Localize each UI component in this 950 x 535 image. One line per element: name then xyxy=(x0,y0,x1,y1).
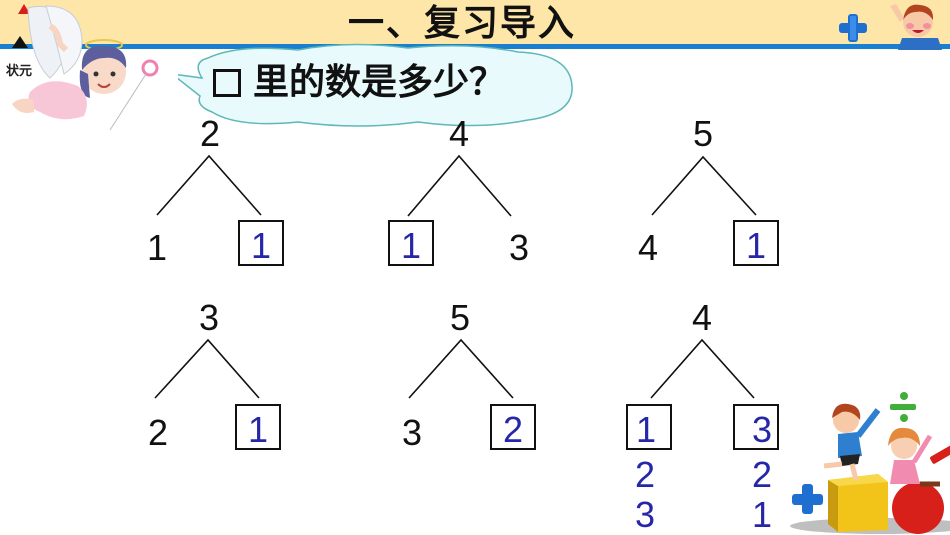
tree-6-left-option-3: 3 xyxy=(634,494,656,535)
tree-5-left: 3 xyxy=(401,412,423,453)
tree-6-right-option-3: 1 xyxy=(751,494,773,535)
header-bar xyxy=(0,0,950,44)
tree-3-right-answer: 1 xyxy=(745,225,767,266)
tree-5-right-answer: 2 xyxy=(502,409,524,450)
tree-6-right-option-2: 2 xyxy=(751,454,773,495)
blank-square-icon xyxy=(213,69,241,97)
tree-3-top: 5 xyxy=(692,113,714,154)
tree-4-left: 2 xyxy=(147,412,169,453)
tree-1-top: 2 xyxy=(199,113,221,154)
tree-5-answer-box xyxy=(490,404,536,450)
fairy-icon xyxy=(12,4,159,131)
tree-4-right-answer: 1 xyxy=(247,409,269,450)
bubble-question: 里的数是多少？ xyxy=(213,58,505,108)
tree-6-left-option-2: 2 xyxy=(634,454,656,495)
tree-6-top: 4 xyxy=(691,297,713,338)
tree-2-top: 4 xyxy=(448,113,470,154)
question-text: 里的数是多少？ xyxy=(253,62,506,103)
tree-6-left-answer-box xyxy=(626,404,672,450)
tree-2-right: 3 xyxy=(508,227,530,268)
children-blocks-icon xyxy=(790,392,950,534)
tree-2-left-answer: 1 xyxy=(400,225,422,266)
tree-4-top: 3 xyxy=(198,297,220,338)
tree-1-left: 1 xyxy=(146,227,168,268)
speech-bubble xyxy=(178,43,573,127)
brand-label: 状元 xyxy=(6,64,33,79)
tree-1-answer-box xyxy=(238,220,284,266)
tree-3-answer-box xyxy=(733,220,779,266)
tree-3-left: 4 xyxy=(637,227,659,268)
tree-1-right-answer: 1 xyxy=(250,225,272,266)
tree-2-answer-box xyxy=(388,220,434,266)
tree-6-right-answer-box xyxy=(733,404,779,450)
tree-4-answer-box xyxy=(235,404,281,450)
waving-boy-icon xyxy=(839,4,942,50)
tree-5-top: 5 xyxy=(449,297,471,338)
tree-6-right-answer: 3 xyxy=(751,409,773,450)
tree-6-left-answer: 1 xyxy=(635,409,657,450)
page-title: 一、复习导入 xyxy=(348,3,577,44)
